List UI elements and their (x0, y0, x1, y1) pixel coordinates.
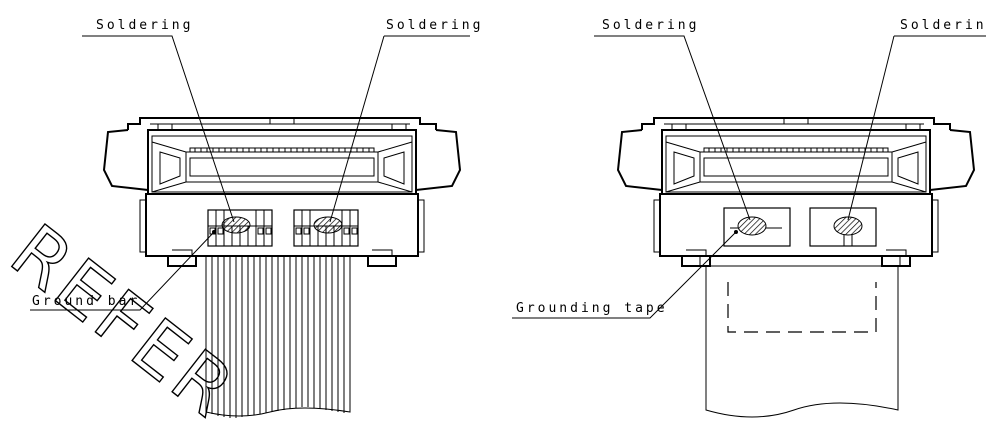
solder-window-right (809, 207, 877, 247)
label-soldering-right-1: Soldering (602, 18, 699, 33)
label-soldering-left-2: Soldering (386, 18, 483, 33)
ground-bar-block-left (207, 209, 273, 247)
solder-window-left (723, 207, 791, 247)
ground-bar-block-right (293, 209, 359, 247)
right-view: Soldering Solderin Grounding tape (512, 18, 986, 418)
ribbon-cable (205, 256, 351, 418)
left-view: Soldering Soldering Ground bar (30, 18, 483, 418)
label-soldering-left-1: Soldering (96, 18, 193, 33)
label-ground-bar: Ground bar (32, 294, 140, 309)
label-soldering-right-2: Solderin (900, 18, 986, 33)
label-grounding-tape: Grounding tape (516, 301, 668, 316)
grounding-tape (699, 256, 901, 418)
